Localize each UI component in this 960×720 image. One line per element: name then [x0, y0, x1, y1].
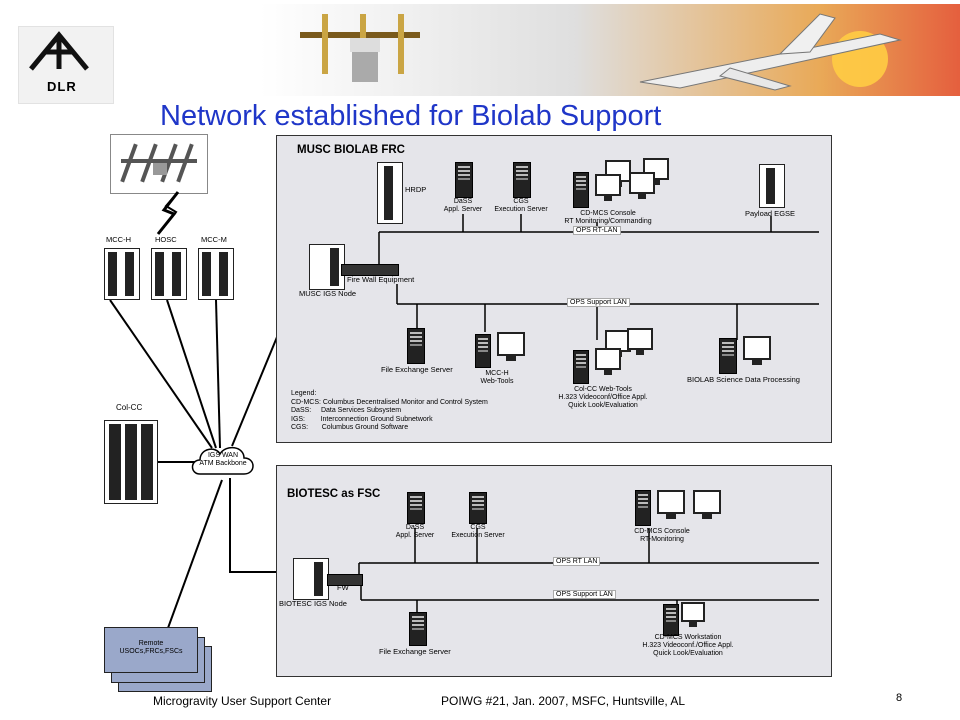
biotesc-workstation-label-line3: Quick Look/Evaluation	[653, 650, 723, 657]
musc-colcc-web-label-line2: H.323 Videoconf/Office Appl.	[558, 394, 648, 401]
dlr-logo-icon	[29, 31, 89, 71]
firewall-icon[interactable]	[341, 264, 399, 276]
musc-ops-rt-lan-label: OPS RT-LAN	[573, 226, 621, 235]
legend-cgs: CGS: Columbus Ground Software	[291, 424, 409, 431]
musc-igs-node-icon[interactable]	[309, 244, 345, 290]
musc-mcch-web-tower-icon[interactable]	[475, 334, 491, 368]
biotesc-ops-rt-lan-label: OPS RT LAN	[553, 557, 601, 566]
lightning-icon	[156, 191, 180, 235]
hosc-rack-icon[interactable]	[151, 248, 187, 300]
biotesc-panel: BIOTESC as FSC DaSS Appl. Server CGS Exe…	[276, 465, 832, 677]
monitor-icon[interactable]	[643, 158, 669, 185]
monitor-icon[interactable]	[657, 490, 685, 519]
biotesc-panel-title: BIOTESC as FSC	[287, 488, 381, 500]
musc-firewall-label: Fire Wall Equipment	[347, 275, 415, 284]
monitor-icon[interactable]	[681, 602, 705, 627]
biotesc-igs-node-icon[interactable]	[293, 558, 329, 600]
legend-cdmcs: CD-MCS: Columbus Decentralised Monitor a…	[291, 398, 488, 406]
biotesc-cgs-server-icon[interactable]	[469, 492, 487, 524]
musc-file-exchange-server-icon[interactable]	[407, 328, 425, 364]
wan-label-line1: IGS WAN	[207, 452, 239, 459]
monitor-icon[interactable]	[693, 490, 721, 519]
monitor-icon[interactable]	[595, 348, 621, 375]
monitor-icon[interactable]	[629, 172, 655, 199]
musc-cgs-label-line2: Execution Server	[494, 206, 548, 213]
wan-label-line2: ATM Backbone	[199, 460, 247, 467]
dlr-logo-text: DLR	[47, 79, 77, 94]
biotesc-ops-support-lan-label: OPS Support LAN	[553, 590, 616, 599]
biotesc-workstation-tower-icon[interactable]	[663, 604, 679, 636]
musc-biolab-panel: MUSC BIOLAB FRC HRDP DaSS Appl. Server C…	[276, 135, 832, 443]
musc-file-exchange-label: File Exchange Server	[381, 365, 453, 374]
musc-cdmcs-label-line1: CD-MCS Console	[580, 210, 636, 217]
musc-panel-title: MUSC BIOLAB FRC	[297, 144, 405, 156]
musc-dass-server-icon[interactable]	[455, 162, 473, 198]
mcc-h-label: MCC-H	[106, 235, 131, 244]
col-cc-rack-icon[interactable]	[104, 420, 158, 504]
remote-card-front[interactable]: Remote USOCs,FRCs,FSCs	[104, 627, 198, 673]
biolab-sdp-label: BIOLAB Science Data Processing	[687, 375, 800, 384]
mcc-h-rack-icon[interactable]	[104, 248, 140, 300]
biotesc-cdmcs-label-line2: RT-Monitoring	[640, 536, 684, 543]
monitor-icon[interactable]	[595, 174, 621, 201]
space-station-icon	[120, 143, 197, 183]
musc-cdmcs-label-line2: RT Monitoring/Commanding	[564, 218, 652, 225]
header-banner	[260, 4, 960, 96]
biotesc-dass-label-line1: DaSS	[405, 524, 425, 531]
monitor-icon[interactable]	[743, 336, 771, 365]
hrdp-label: HRDP	[405, 185, 427, 194]
biotesc-cdmcs-label-line1: CD-MCS Console	[634, 528, 690, 535]
biotesc-cgs-label-line2: Execution Server	[451, 532, 505, 539]
firewall-icon[interactable]	[327, 574, 363, 586]
iss-picture	[110, 134, 208, 194]
biotesc-file-exchange-label: File Exchange Server	[379, 647, 451, 656]
payload-egse-rack-icon[interactable]	[759, 164, 785, 208]
musc-igs-node-label: MUSC IGS Node	[299, 289, 357, 298]
biotesc-workstation-label-line2: H.323 Videoconf./Office Appl.	[642, 642, 734, 649]
musc-cgs-label-line1: CGS	[513, 198, 529, 205]
remote-label-line2: USOCs,FRCs,FSCs	[119, 648, 183, 655]
biotesc-file-exchange-server-icon[interactable]	[409, 612, 427, 646]
biotesc-cgs-label-line1: CGS	[470, 524, 486, 531]
biotesc-igs-node-label: BIOTESC IGS Node	[279, 599, 347, 608]
footer-center: POIWG #21, Jan. 2007, MSFC, Huntsville, …	[441, 694, 686, 708]
musc-mcch-web-label-line2: Web-Tools	[480, 378, 514, 385]
hosc-label: HOSC	[155, 235, 177, 244]
hrdp-rack-icon[interactable]	[377, 162, 403, 224]
biotesc-dass-label-line2: Appl. Server	[395, 532, 435, 539]
monitor-icon[interactable]	[497, 332, 525, 361]
musc-ops-support-lan-label: OPS Support LAN	[567, 298, 630, 307]
biotesc-dass-server-icon[interactable]	[407, 492, 425, 524]
page-number: 8	[896, 692, 903, 704]
slide-title: Network established for Biolab Support	[160, 100, 662, 132]
footer-left: Microgravity User Support Center	[153, 694, 332, 708]
mcc-m-label: MCC-M	[201, 235, 227, 244]
musc-cgs-server-icon[interactable]	[513, 162, 531, 198]
biotesc-workstation-label-line1: CD-MCS Workstation	[654, 634, 722, 641]
musc-dass-label-line1: DaSS	[453, 198, 473, 205]
musc-colcc-web-tower-icon[interactable]	[573, 350, 589, 384]
musc-colcc-web-label-line3: Quick Look/Evaluation	[568, 402, 638, 409]
musc-cdmcs-tower-icon[interactable]	[573, 172, 589, 208]
airplane-icon	[639, 13, 902, 91]
space-station-icon	[300, 14, 420, 82]
musc-mcch-web-label-line1: MCC-H	[485, 370, 509, 377]
mcc-m-rack-icon[interactable]	[198, 248, 234, 300]
musc-legend: Legend: CD-MCS: Columbus Decentralised M…	[291, 390, 521, 433]
payload-egse-label: Payload EGSE	[745, 209, 796, 218]
biotesc-fw-label: FW	[337, 583, 349, 592]
legend-dass: DaSS: Data Services Subsystem	[291, 407, 402, 414]
biotesc-cdmcs-tower-icon[interactable]	[635, 490, 651, 526]
cloud-icon[interactable]	[188, 440, 258, 484]
legend-igs: IGS: Interconnection Ground Subnetwork	[291, 415, 433, 423]
dlr-logo: DLR	[18, 26, 114, 104]
musc-dass-label-line2: Appl. Server	[443, 206, 483, 213]
legend-title: Legend:	[291, 390, 317, 397]
musc-colcc-web-label-line1: Col-CC Web-Tools	[574, 386, 632, 393]
monitor-icon[interactable]	[627, 328, 653, 355]
remote-label-line1: Remote	[138, 640, 164, 647]
col-cc-label: Col-CC	[116, 403, 143, 412]
biolab-sdp-tower-icon[interactable]	[719, 338, 737, 374]
